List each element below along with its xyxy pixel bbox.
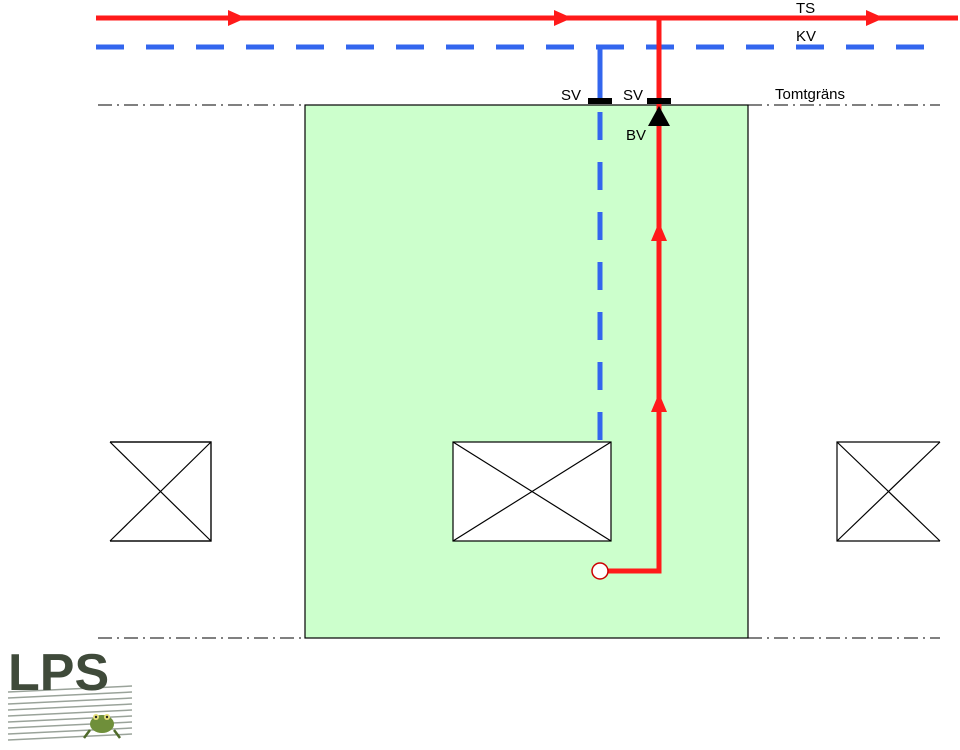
flow-arrow-icon — [554, 10, 572, 26]
ts-service-arrows — [651, 222, 667, 412]
flow-arrow-icon — [866, 10, 884, 26]
backflow-valve-icon — [648, 106, 670, 126]
gate-valve-icon — [647, 98, 671, 104]
flow-arrow-icon — [651, 393, 667, 412]
flow-arrow-icon — [228, 10, 246, 26]
label-bv: BV — [626, 127, 646, 144]
building-cross-icon — [110, 441, 212, 542]
building-center — [452, 441, 612, 542]
label-kv: KV — [796, 28, 816, 45]
logo-text: LPS — [8, 644, 109, 702]
floor-drain-icon — [591, 562, 609, 580]
building-right — [836, 441, 941, 542]
logo-stripes-icon — [7, 685, 133, 741]
building-left — [109, 441, 212, 542]
gate-valve-icon — [588, 98, 612, 104]
ts-service-line — [608, 18, 662, 574]
ts-flow-arrows — [228, 10, 884, 26]
frog-icon — [83, 714, 121, 739]
label-tomtgrans: Tomtgräns — [775, 86, 845, 103]
label-ts: TS — [796, 0, 815, 17]
flow-arrow-icon — [651, 222, 667, 241]
lps-logo: LPS — [7, 644, 133, 741]
label-sv-left: SV — [561, 87, 581, 104]
label-sv-right: SV — [623, 87, 643, 104]
property-plot — [304, 104, 749, 639]
